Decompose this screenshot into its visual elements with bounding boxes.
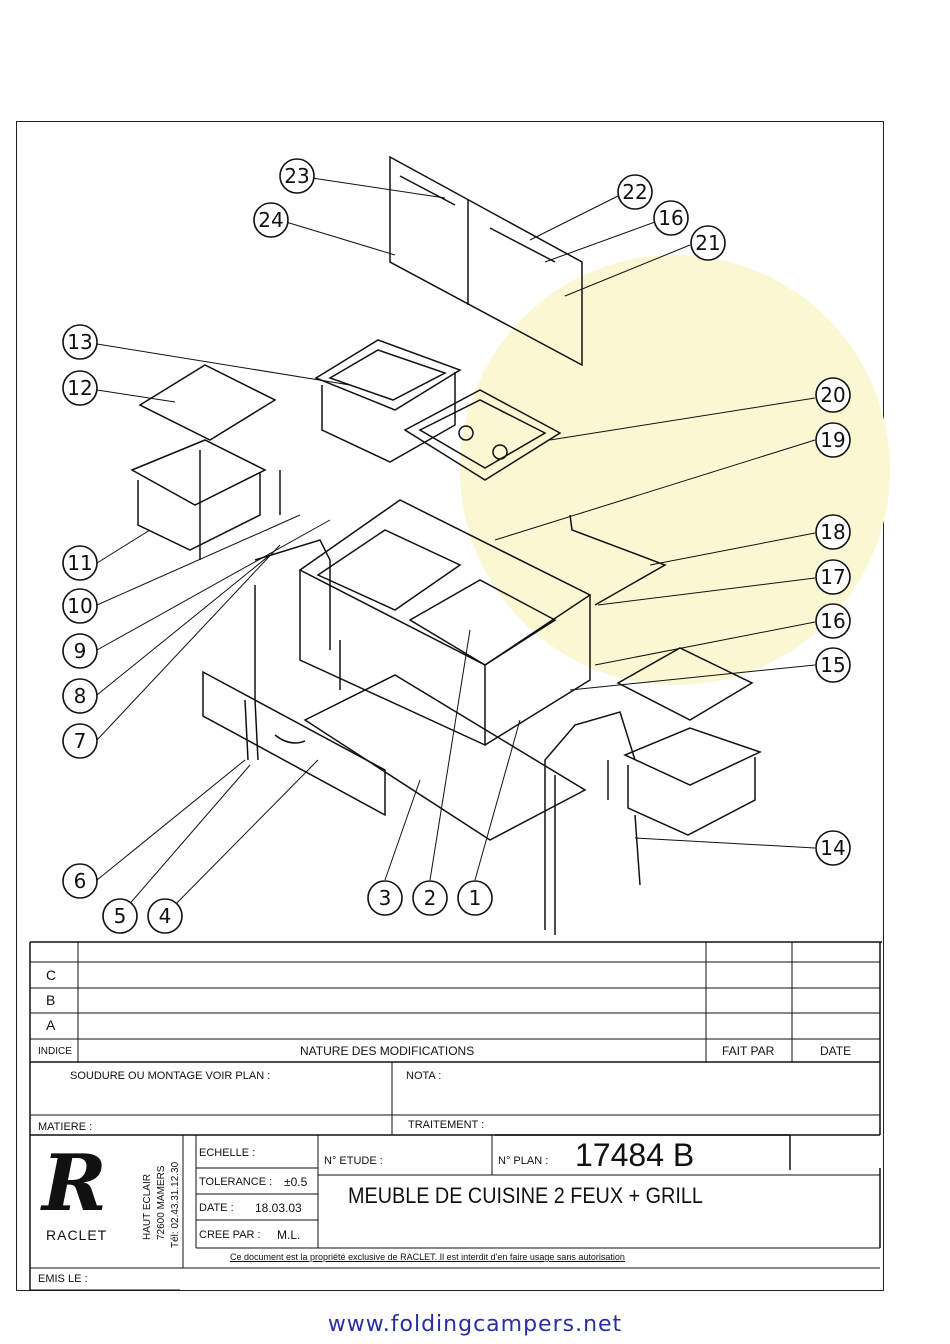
fait-par-label: FAIT PAR: [722, 1044, 775, 1058]
svg-text:10: 10: [67, 594, 92, 618]
nota-label: NOTA :: [406, 1070, 442, 1082]
plan-label: N° PLAN :: [498, 1155, 549, 1167]
callout-12: 12: [62, 370, 98, 406]
callout-1: 1: [457, 880, 493, 916]
main-frame: [298, 499, 592, 747]
door-panel: [389, 155, 583, 367]
callout-2: 2: [412, 880, 448, 916]
svg-text:1: 1: [469, 886, 482, 910]
svg-text:16: 16: [658, 206, 683, 230]
svg-text:7: 7: [74, 729, 87, 753]
callout-3: 3: [367, 880, 403, 916]
svg-text:13: 13: [67, 330, 92, 354]
callout-9: 9: [62, 633, 98, 669]
svg-text:20: 20: [820, 383, 845, 407]
title-block-grid: [29, 941, 882, 1291]
tolerance-label: TOLERANCE :: [199, 1176, 273, 1188]
echelle-label: ECHELLE :: [199, 1147, 256, 1159]
support-rod: [569, 514, 667, 606]
svg-text:4: 4: [159, 904, 172, 928]
svg-text:21: 21: [695, 231, 720, 255]
drawing-title: MEUBLE DE CUISINE 2 FEUX + GRILL: [348, 1183, 703, 1208]
callout-16-lower: 16: [815, 603, 851, 639]
callout-17: 17: [815, 559, 851, 595]
callout-15: 15: [815, 647, 851, 683]
address-line-1: HAUT ECLAIR: [142, 1174, 153, 1240]
callout-8: 8: [62, 678, 98, 714]
callout-20: 20: [815, 377, 851, 413]
revision-a: A: [46, 1017, 56, 1033]
callout-7: 7: [62, 723, 98, 759]
revision-c: C: [46, 967, 57, 983]
svg-text:18: 18: [820, 520, 845, 544]
plan-number: 17484 B: [575, 1137, 695, 1173]
svg-text:16: 16: [820, 609, 845, 633]
svg-text:5: 5: [114, 904, 127, 928]
tolerance-value: ±0.5: [284, 1175, 308, 1189]
svg-text:3: 3: [379, 886, 392, 910]
callout-5: 5: [102, 898, 138, 934]
cree-par-label: CREE PAR :: [199, 1229, 261, 1241]
soudure-label: SOUDURE OU MONTAGE VOIR PLAN :: [70, 1070, 271, 1082]
cree-par-value: M.L.: [277, 1228, 301, 1242]
leg-frame-right: [544, 711, 636, 935]
callout-4: 4: [147, 898, 183, 934]
callout-10: 10: [62, 588, 98, 624]
callout-14: 14: [815, 830, 851, 866]
burner-plate: [403, 389, 562, 481]
callout-18: 18: [815, 514, 851, 550]
grid-plate: [138, 364, 277, 441]
svg-text:23: 23: [284, 164, 309, 188]
company-name: RACLET: [46, 1227, 108, 1243]
callout-22: 22: [617, 174, 653, 210]
svg-text:11: 11: [67, 551, 92, 575]
callout-21: 21: [690, 225, 726, 261]
raclet-logo: R: [42, 1138, 107, 1229]
callout-11: 11: [62, 545, 98, 581]
svg-text:6: 6: [74, 869, 87, 893]
drawing-sheet: [16, 121, 884, 1291]
svg-text:19: 19: [820, 428, 845, 452]
svg-text:14: 14: [820, 836, 845, 860]
property-notice: Ce document est la propriété exclusive d…: [230, 1252, 625, 1262]
leg-frame-left: [244, 539, 331, 761]
callout-16-upper: 16: [653, 200, 689, 236]
tray: [314, 339, 462, 463]
date-value: 18.03.03: [255, 1201, 302, 1215]
date-field-label: DATE :: [199, 1202, 234, 1214]
base-shelf: [303, 674, 587, 841]
emis-le-label: EMIS LE :: [38, 1273, 88, 1285]
callout-24: 24: [253, 202, 289, 238]
nature-label: NATURE DES MODIFICATIONS: [300, 1044, 475, 1058]
traitement-label: TRAITEMENT :: [408, 1119, 485, 1131]
svg-text:12: 12: [67, 376, 92, 400]
etude-label: N° ETUDE :: [324, 1155, 383, 1167]
date-column-label: DATE: [820, 1044, 852, 1058]
svg-text:9: 9: [74, 639, 87, 663]
callout-leaders: [96, 177, 816, 916]
grid-plate-right: [616, 647, 754, 721]
footer-url[interactable]: www.foldingcampers.net: [327, 1312, 623, 1337]
revision-b: B: [46, 992, 56, 1008]
indice-label: INDICE: [38, 1046, 72, 1057]
svg-text:22: 22: [622, 180, 647, 204]
callout-19: 19: [815, 422, 851, 458]
svg-text:2: 2: [424, 886, 437, 910]
basket-left: [130, 439, 281, 560]
basket-right: [623, 727, 762, 886]
svg-text:8: 8: [74, 684, 87, 708]
svg-text:17: 17: [820, 565, 845, 589]
svg-text:24: 24: [258, 208, 283, 232]
callout-13: 13: [62, 324, 98, 360]
callout-23: 23: [279, 158, 315, 194]
address-line-3: Tél: 02.43.31.12.30: [170, 1161, 181, 1248]
address-line-2: 72600 MAMERS: [156, 1165, 167, 1240]
svg-text:15: 15: [820, 653, 845, 677]
drawer-front: [202, 670, 386, 817]
callout-6: 6: [62, 863, 98, 899]
matiere-label: MATIERE :: [38, 1121, 93, 1133]
